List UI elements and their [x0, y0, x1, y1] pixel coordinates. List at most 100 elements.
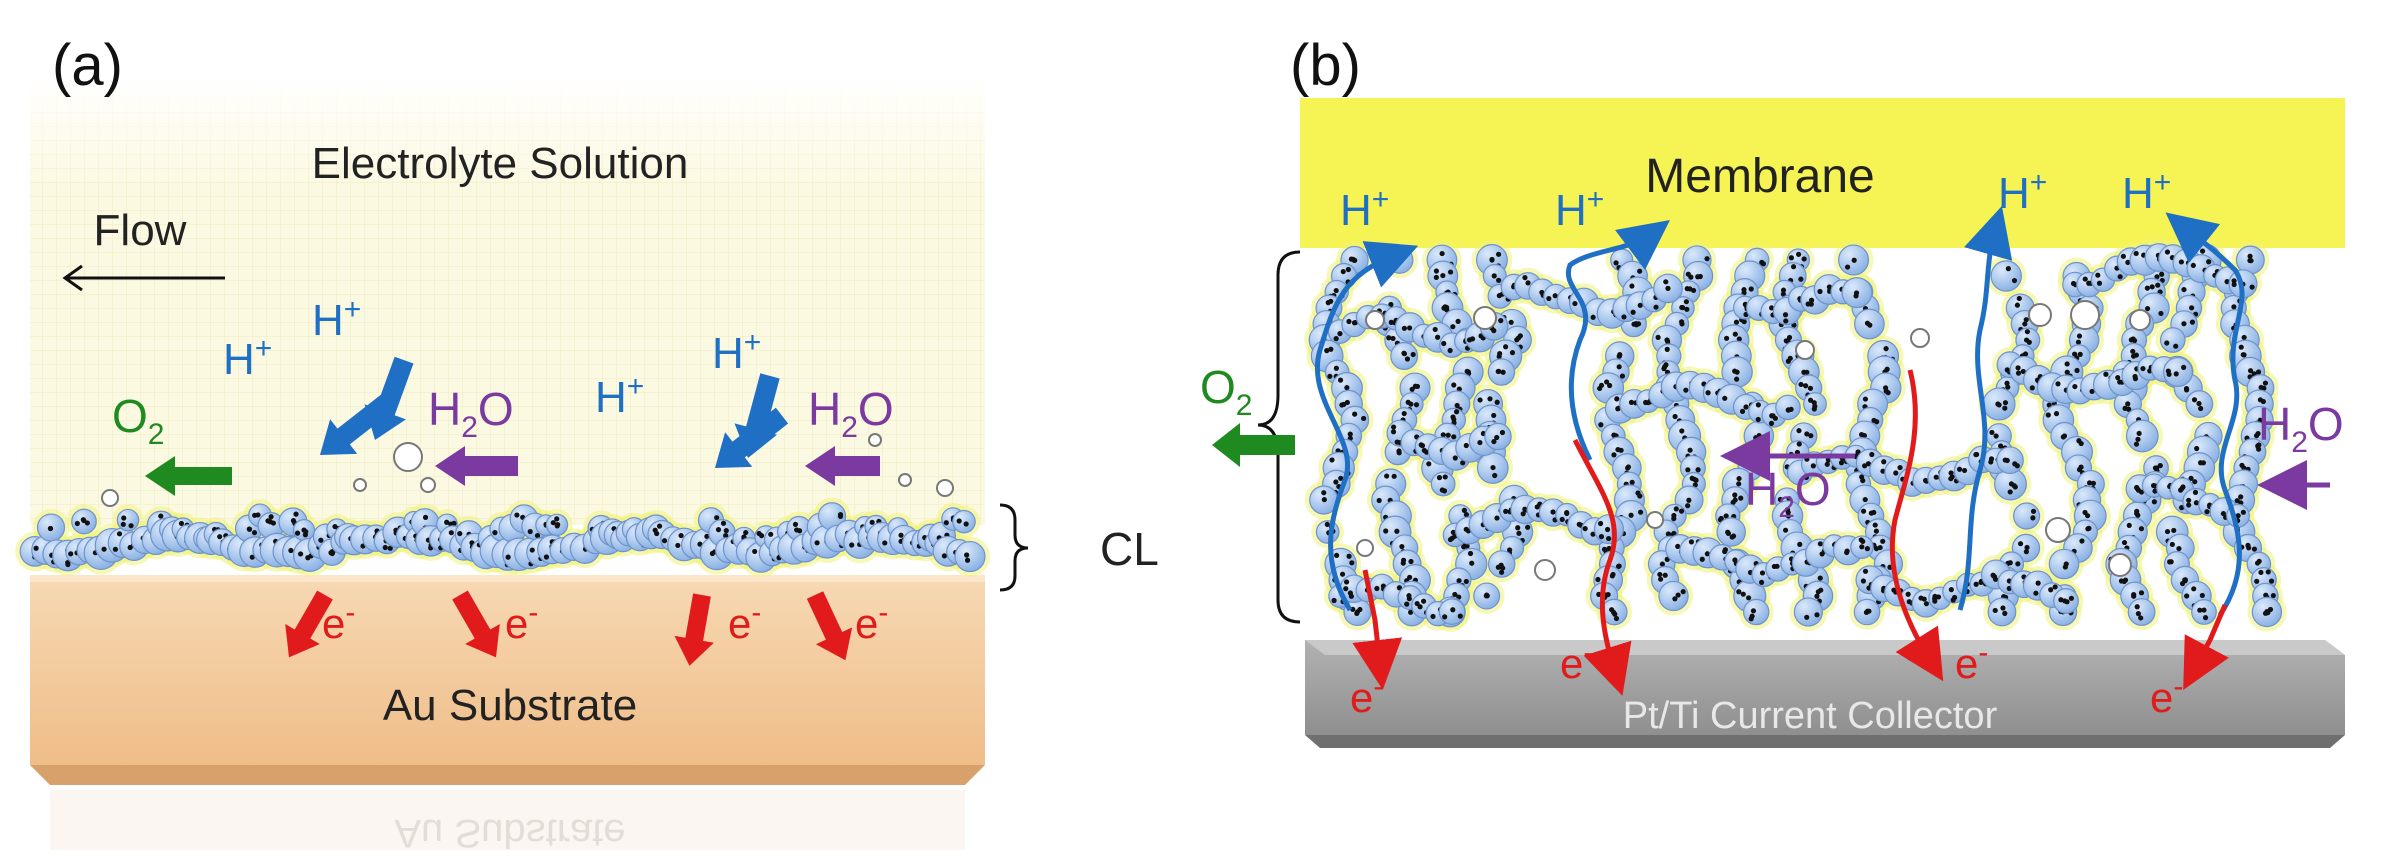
electron-label-b2: e-	[1560, 636, 1593, 687]
proton-base: H	[312, 296, 344, 345]
proton-sup: +	[744, 326, 762, 359]
proton-base: H	[1555, 186, 1587, 235]
proton-base: H	[1340, 186, 1372, 235]
h2o-sub: 2	[841, 411, 858, 444]
o2-arrow-a	[145, 456, 232, 496]
electron-base: e	[322, 600, 345, 647]
h2o-post: O	[858, 383, 894, 435]
proton-base: H	[595, 373, 627, 422]
electron-base: e	[1350, 674, 1373, 721]
h2o-arrow-a2	[805, 446, 880, 486]
h2o-pre: H	[2258, 398, 2291, 450]
collector-label: Pt/Ti Current Collector	[1623, 695, 1998, 737]
membrane-label: Membrane	[1645, 150, 1874, 203]
pt-ti-collector	[1305, 640, 2345, 748]
electron-base: e	[2150, 674, 2173, 721]
h2o-label-a1: H2O	[428, 383, 514, 444]
o2-arrow-b	[1212, 423, 1295, 467]
o2-sub: 2	[148, 418, 165, 451]
electron-base: e	[1560, 640, 1583, 687]
proton-label-a4: H+	[712, 326, 761, 378]
h2o-label-b-right: H2O	[2258, 398, 2344, 459]
bubbles-a	[101, 433, 954, 507]
electron-label-a3: e-	[728, 596, 761, 647]
proton-label-a2: H+	[312, 293, 361, 345]
panel-a: (a) Electrolyte Solution Flow Au Substra…	[15, 33, 1159, 855]
panel-a-tag: (a)	[52, 33, 123, 98]
proton-label-a1: H+	[223, 332, 272, 384]
h2o-pre: H	[428, 383, 461, 435]
electron-label-b4: e-	[2150, 670, 2183, 721]
proton-base: H	[712, 329, 744, 378]
electron-sup: -	[1583, 636, 1593, 669]
electron-paths-b	[1352, 369, 2229, 696]
h2o-sub: 2	[461, 411, 478, 444]
proton-label-a3: H+	[595, 370, 644, 422]
proton-base: H	[223, 335, 255, 384]
electron-arrows-a	[285, 590, 853, 666]
h2o-arrows-b	[1720, 431, 2330, 510]
electron-sup: -	[1978, 636, 1988, 669]
electron-base: e	[855, 600, 878, 647]
proton-sup: +	[1587, 183, 1605, 216]
substrate-reflection: Au Substrate	[394, 811, 625, 855]
o2-label-a: O2	[112, 390, 164, 451]
electron-sup: -	[878, 596, 888, 629]
catalyst-layer-b	[1304, 238, 2287, 632]
cl-label: CL	[1100, 523, 1159, 575]
catalyst-layer-a	[15, 497, 990, 578]
electrolyte-label: Electrolyte Solution	[312, 139, 689, 188]
proton-sup: +	[2154, 166, 2172, 199]
electron-sup: -	[345, 596, 355, 629]
proton-sup: +	[2030, 166, 2048, 199]
layer-brace	[1257, 250, 1301, 624]
h2o-arrow-a1	[435, 446, 518, 486]
h2o-label-b-center: H2O	[1745, 463, 1831, 524]
h2o-pre: H	[1745, 463, 1778, 515]
substrate-label: Au Substrate	[383, 681, 637, 730]
proton-sup: +	[627, 370, 645, 403]
electron-label-a1: e-	[322, 596, 355, 647]
electron-sup: -	[2173, 670, 2183, 703]
electron-label-a4: e-	[855, 596, 888, 647]
electron-sup: -	[1373, 670, 1383, 703]
flow-arrow	[62, 264, 225, 292]
proton-label-b3: H+	[1998, 166, 2047, 218]
electron-label-b3: e-	[1955, 636, 1988, 687]
h2o-post: O	[2308, 398, 2344, 450]
proton-label-b4: H+	[2122, 166, 2171, 218]
electron-base: e	[728, 600, 751, 647]
proton-label-b1: H+	[1340, 183, 1389, 235]
o2-base: O	[1200, 361, 1236, 413]
h2o-sub: 2	[2291, 426, 2308, 459]
electron-sup: -	[751, 596, 761, 629]
electron-base: e	[505, 600, 528, 647]
o2-base: O	[112, 390, 148, 442]
o2-sub: 2	[1236, 389, 1253, 422]
panel-b: (b) Membrane Pt/Ti Current Collector O2 …	[1200, 33, 2345, 748]
proton-label-b2: H+	[1555, 183, 1604, 235]
proton-base: H	[2122, 169, 2154, 218]
electron-label-a2: e-	[505, 596, 538, 647]
proton-paths-b	[1315, 205, 2245, 617]
h2o-post: O	[1795, 463, 1831, 515]
h2o-sub: 2	[1778, 491, 1795, 524]
h2o-label-a2: H2O	[808, 383, 894, 444]
electron-base: e	[1955, 640, 1978, 687]
bubbles-b	[1356, 300, 2151, 581]
proton-sup: +	[344, 293, 362, 326]
au-substrate	[30, 575, 985, 785]
proton-base: H	[1998, 169, 2030, 218]
h2o-pre: H	[808, 383, 841, 435]
flow-label: Flow	[94, 206, 187, 255]
proton-sup: +	[1372, 183, 1390, 216]
h2o-post: O	[478, 383, 514, 435]
electron-label-b1: e-	[1350, 670, 1383, 721]
electron-sup: -	[528, 596, 538, 629]
panel-b-tag: (b)	[1290, 33, 1361, 98]
cl-brace	[999, 503, 1029, 592]
o2-label-b: O2	[1200, 361, 1252, 422]
proton-arrows-a	[320, 356, 789, 468]
proton-sup: +	[255, 332, 273, 365]
